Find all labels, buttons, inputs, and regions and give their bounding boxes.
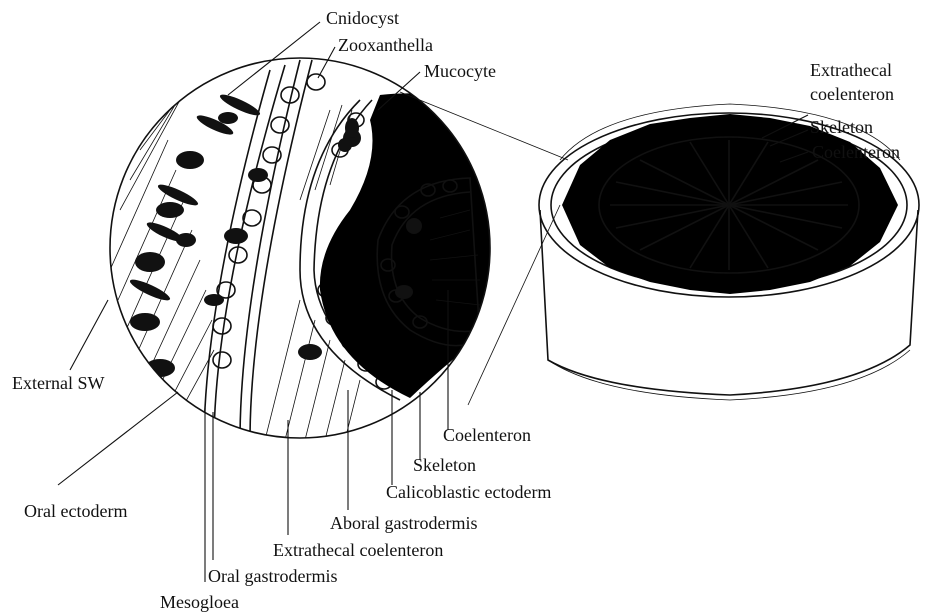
label-extrathecal-coelenteron-right-1: Extrathecal bbox=[810, 60, 892, 80]
label-oral-ectoderm: Oral ectoderm bbox=[24, 501, 127, 521]
label-cnidocyst: Cnidocyst bbox=[326, 8, 399, 28]
label-aboral-gastrodermis: Aboral gastrodermis bbox=[330, 513, 477, 533]
label-oral-gastrodermis: Oral gastrodermis bbox=[208, 566, 337, 586]
label-mesogloea: Mesogloea bbox=[160, 592, 239, 612]
label-extrathecal-coelenteron-right-2: coelenteron bbox=[810, 84, 894, 104]
label-external-sw: External SW bbox=[12, 373, 104, 393]
label-coelenteron-right: Coelenteron bbox=[812, 142, 900, 162]
label-extrathecal-coelenteron-bottom: Extrathecal coelenteron bbox=[273, 540, 443, 560]
magnified-tissue-circle bbox=[110, 58, 490, 440]
label-coelenteron-bottom: Coelenteron bbox=[443, 425, 531, 445]
label-skeleton-right: Skeleton bbox=[810, 117, 873, 137]
label-calicoblastic-ectoderm: Calicoblastic ectoderm bbox=[386, 482, 551, 502]
label-zooxanthella: Zooxanthella bbox=[338, 35, 433, 55]
label-mucocyte: Mucocyte bbox=[424, 61, 496, 81]
label-skeleton-bottom: Skeleton bbox=[413, 455, 476, 475]
